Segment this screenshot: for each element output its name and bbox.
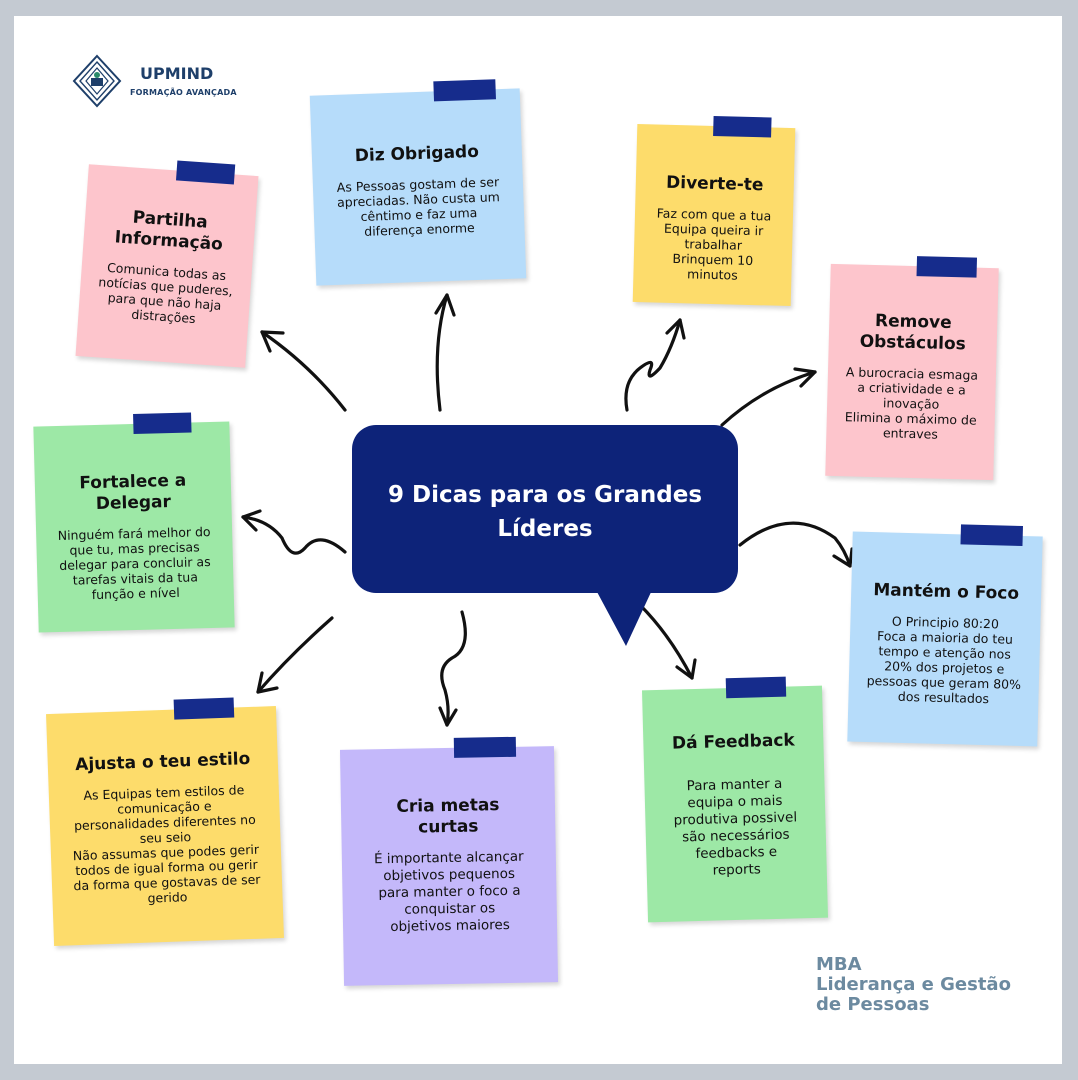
arrow-partilha <box>260 330 347 412</box>
note-partilha-informacao: Partilha Informação Comunica todas as no… <box>75 160 259 368</box>
arrow-remove <box>720 370 817 427</box>
note-cria-metas: Cria metas curtas É importante alcançar … <box>339 736 559 986</box>
note-body: Para manter a equipa o mais produtiva po… <box>673 775 798 879</box>
note-title: Diverte-te <box>665 172 764 196</box>
note-title: Remove Obstáculos <box>859 311 967 355</box>
arrow-delegar <box>241 515 347 555</box>
arrow-obrigado <box>435 293 449 412</box>
program-name: MBA Liderança e Gestão de Pessoas <box>816 954 1011 1015</box>
center-speech-bubble <box>352 425 738 593</box>
tape-icon <box>453 736 517 758</box>
arrow-diverte <box>624 318 682 412</box>
tape-icon <box>960 524 1023 546</box>
arrow-feedback <box>638 603 694 680</box>
brand-name: UPMIND <box>140 64 214 83</box>
note-title: Mantém o Foco <box>873 580 1020 604</box>
note-body: O Principio 80:20 Foca a maioria do teu … <box>866 613 1022 707</box>
note-title: Dá Feedback <box>671 730 795 754</box>
note-body: Faz com que a tua Equipa queira ir traba… <box>656 205 772 283</box>
arrow-estilo <box>256 616 334 694</box>
note-fortalece-delegar: Fortalece a Delegar Ninguém fará melhor … <box>33 412 235 633</box>
tape-icon <box>175 160 236 185</box>
note-title: Fortalece a Delegar <box>79 470 187 514</box>
tape-icon <box>133 412 192 434</box>
note-da-feedback: Dá Feedback Para manter a equipa o mais … <box>641 676 829 923</box>
note-title: Diz Obrigado <box>354 141 480 167</box>
note-diverte-te: Diverte-te Faz com que a tua Equipa quei… <box>632 115 796 307</box>
note-body: A burocracia esmaga a criatividade e a i… <box>844 364 979 442</box>
note-ajusta-estilo: Ajusta o teu estilo As Equipas tem estil… <box>46 697 284 946</box>
tape-icon <box>725 676 787 699</box>
arrow-foco <box>738 521 852 568</box>
tape-icon <box>433 79 496 102</box>
upmind-logo-icon <box>72 54 122 108</box>
note-body: As Equipas tem estilos de comunicação e … <box>72 782 261 906</box>
tape-icon <box>173 697 235 720</box>
note-body: As Pessoas gostam de ser apreciadas. Não… <box>336 174 501 239</box>
note-body: É importante alcançar objetivos pequenos… <box>373 848 524 936</box>
arrow-metas <box>440 610 467 727</box>
note-diz-obrigado: Diz Obrigado As Pessoas gostam de ser ap… <box>309 79 527 286</box>
note-mantem-foco: Mantém o Foco O Principio 80:20 Foca a m… <box>847 524 1043 747</box>
note-title: Partilha Informação <box>114 207 224 255</box>
main-title: 9 Dicas para os Grandes Líderes <box>387 482 703 542</box>
tape-icon <box>713 115 772 138</box>
note-remove-obstaculos: Remove Obstáculos A burocracia esmaga a … <box>825 256 999 481</box>
note-body: Ninguém fará melhor do que tu, mas preci… <box>57 523 211 603</box>
tape-icon <box>916 256 978 278</box>
note-body: Comunica todas as notícias que puderes, … <box>97 259 234 327</box>
note-title: Cria metas curtas <box>396 795 500 838</box>
note-title: Ajusta o teu estilo <box>74 748 251 776</box>
brand-tagline: FORMAÇÃO AVANÇADA <box>130 88 237 97</box>
